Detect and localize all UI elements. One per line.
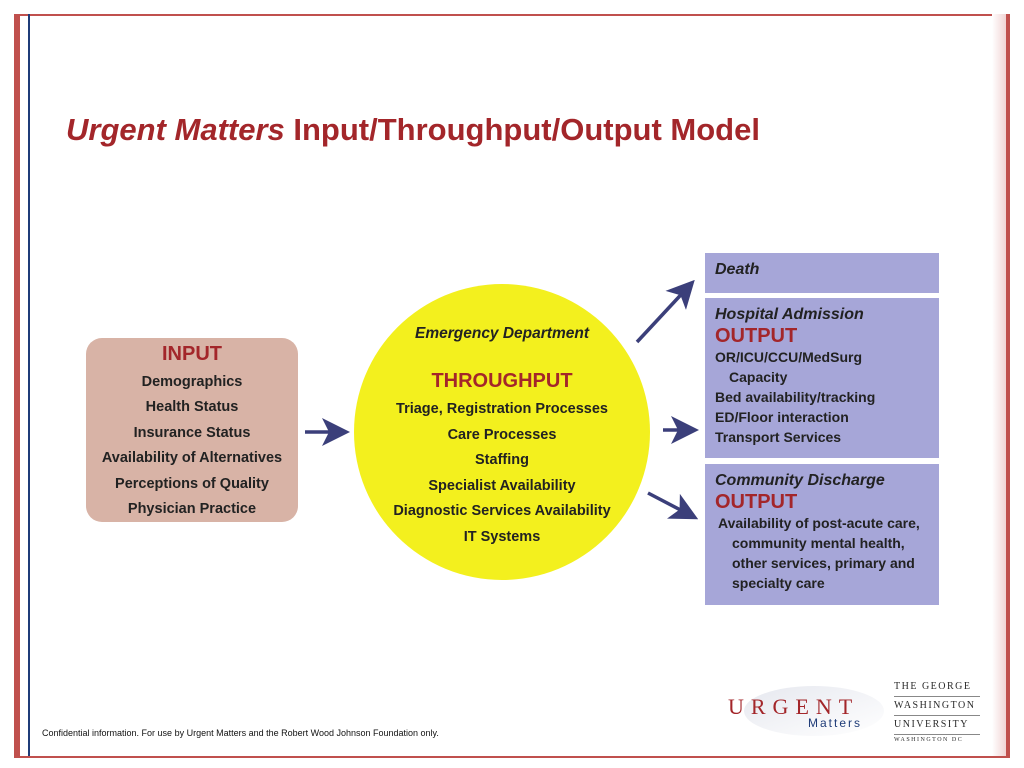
slide-frame-bottom (14, 756, 1010, 758)
throughput-item: Staffing (475, 452, 529, 469)
throughput-department-name: Emergency Department (414, 325, 589, 342)
output-hospital-admission-item: ED/Floor interaction (715, 409, 849, 425)
throughput-item: Diagnostic Services Availability (393, 503, 611, 520)
gwu-logo-line4: WASHINGTON DC (894, 737, 964, 743)
throughput-item: IT Systems (463, 528, 541, 545)
gwu-logo-line2: WASHINGTON (894, 700, 976, 711)
output-death-box: Death (705, 253, 939, 293)
urgent-matters-logo-sub: Matters (808, 716, 863, 730)
urgent-matters-logo-word: URGENT (728, 694, 860, 719)
throughput-heading: THROUGHPUT (431, 370, 573, 392)
gwu-logo-rule (894, 734, 980, 735)
slide-frame-left (14, 14, 20, 758)
input-list: Demographics Health Status Insurance Sta… (86, 370, 298, 522)
output-death-title: Death (715, 261, 760, 278)
output-community-discharge-item: Availability of post-acute care, communi… (718, 515, 920, 591)
slide-frame-left-rule (28, 14, 30, 758)
input-box: INPUT Demographics Health Status Insuran… (86, 338, 298, 522)
input-item: Availability of Alternatives (101, 450, 283, 467)
output-community-discharge-heading: OUTPUT (715, 491, 798, 513)
arrow-to-community-discharge (647, 491, 699, 520)
confidentiality-footer: Confidential information. For use by Urg… (42, 728, 439, 738)
output-community-discharge-box: Community Discharge OUTPUT Availability … (705, 464, 939, 605)
gwu-logo-rule (894, 696, 980, 697)
slide-frame-right-fade (992, 14, 1006, 758)
output-hospital-admission-box: Hospital Admission OUTPUT OR/ICU/CCU/Med… (705, 298, 939, 458)
slide-title-rest: Input/Throughput/Output Model (284, 112, 760, 147)
input-item: Demographics (141, 374, 243, 390)
throughput-list: Triage, Registration Processes Care Proc… (354, 397, 650, 551)
input-item: Physician Practice (127, 500, 257, 517)
slide-title: Urgent Matters Input/Throughput/Output M… (66, 112, 760, 148)
input-heading: INPUT (162, 343, 222, 365)
slide-frame-top (14, 14, 1006, 16)
output-hospital-admission-item: OR/ICU/CCU/MedSurg Capacity (715, 349, 862, 385)
output-hospital-admission-list: OR/ICU/CCU/MedSurg Capacity Bed availabi… (715, 347, 939, 447)
input-item: Perceptions of Quality (115, 475, 269, 492)
input-item: Health Status (145, 399, 239, 416)
urgent-matters-logo: URGENT Matters (720, 682, 884, 738)
gwu-logo-line1: THE GEORGE (894, 681, 972, 692)
throughput-item: Triage, Registration Processes (396, 401, 608, 417)
gwu-logo: THE GEORGE WASHINGTON UNIVERSITY WASHING… (894, 679, 980, 745)
slide-frame-right (1006, 14, 1010, 758)
output-community-discharge-title: Community Discharge (715, 472, 885, 489)
throughput-item: Specialist Availability (428, 477, 576, 494)
throughput-item: Care Processes (447, 426, 557, 443)
output-hospital-admission-heading: OUTPUT (715, 325, 798, 347)
gwu-logo-rule (894, 715, 980, 716)
output-hospital-admission-item: Bed availability/tracking (715, 389, 876, 405)
input-item: Insurance Status (133, 424, 251, 441)
gwu-logo-line3: UNIVERSITY (894, 719, 969, 730)
urgent-matters-logo-swoosh (744, 686, 884, 736)
output-hospital-admission-item: Transport Services (715, 429, 842, 445)
slide-title-italic: Urgent Matters (66, 112, 285, 147)
output-hospital-admission-title: Hospital Admission (715, 306, 864, 323)
throughput-circle: Emergency Department THROUGHPUT Triage, … (354, 284, 650, 580)
output-community-discharge-list: Availability of post-acute care, communi… (715, 513, 939, 593)
